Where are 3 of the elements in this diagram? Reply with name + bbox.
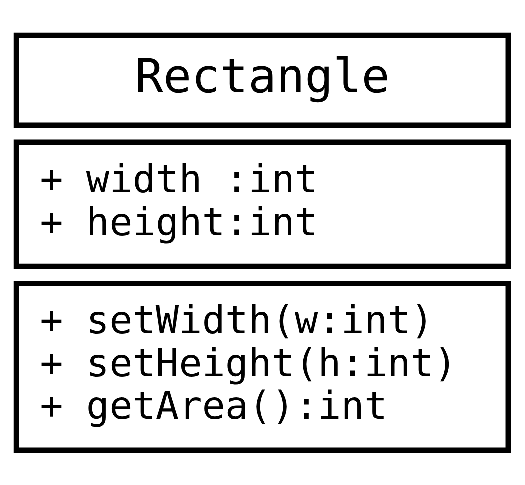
- node-box: Rectangle: [14, 32, 512, 128]
- node-box: + width :int + height:int: [14, 139, 512, 269]
- node-box: + setWidth(w:int) + setHeight(h:int) + getArea():int: [14, 280, 512, 453]
